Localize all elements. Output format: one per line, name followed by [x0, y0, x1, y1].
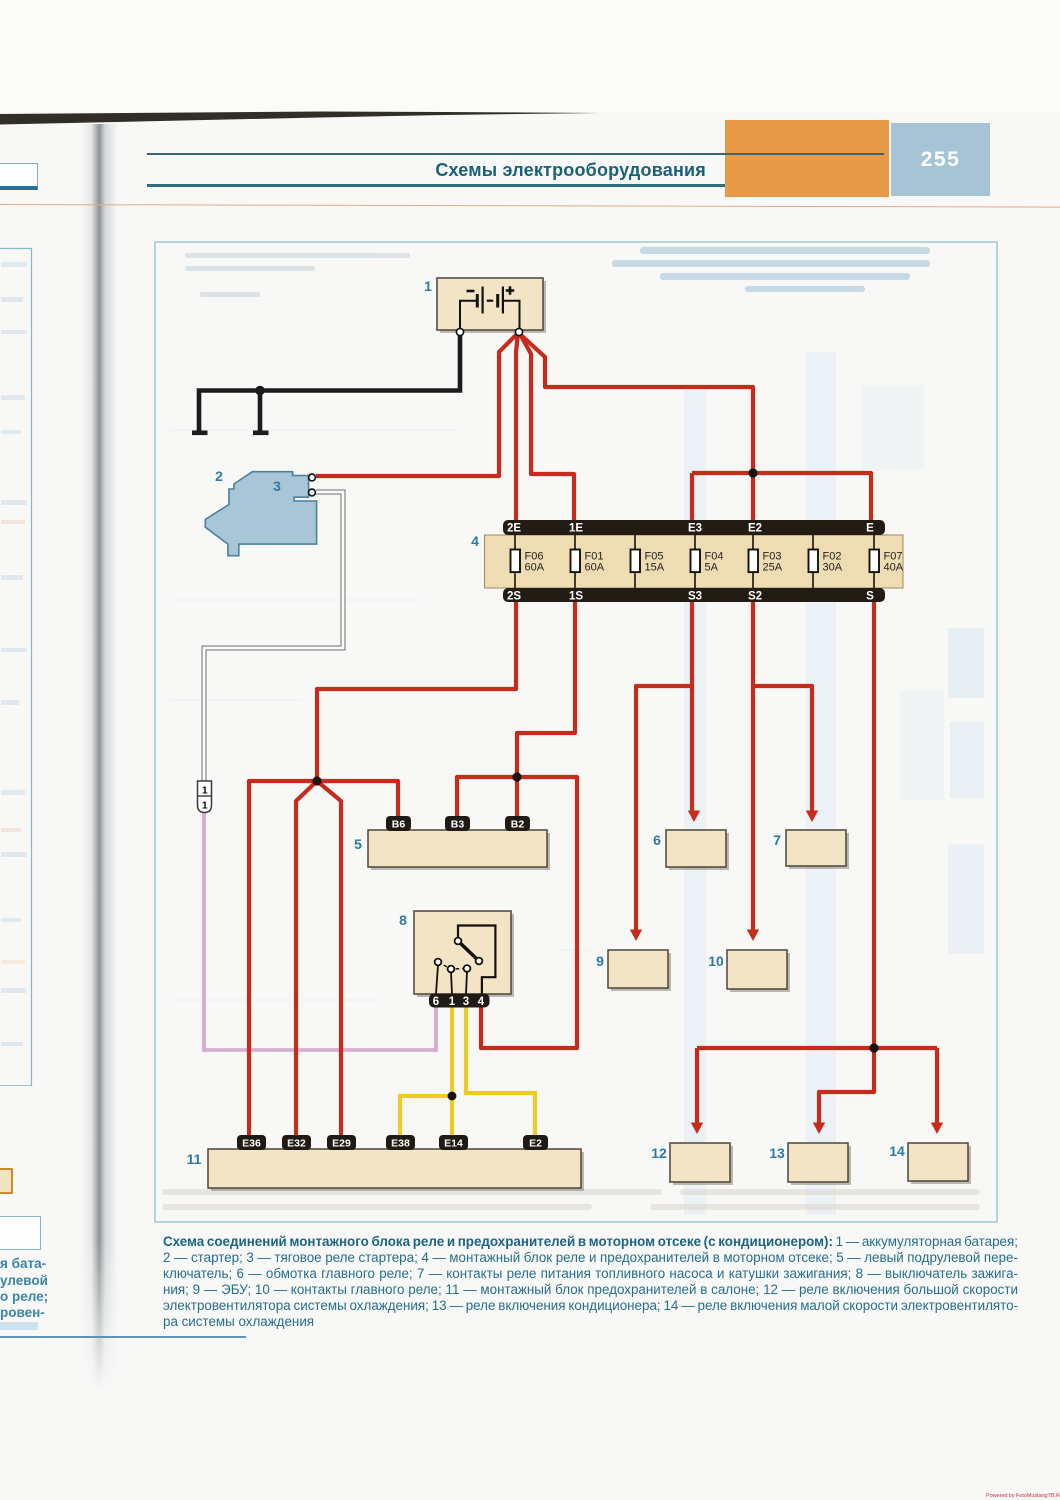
svg-text:1: 1 — [202, 785, 208, 797]
svg-text:F06: F06 — [525, 551, 544, 563]
svg-text:E36: E36 — [242, 1138, 261, 1150]
svg-text:5A: 5A — [705, 562, 719, 574]
svg-text:3: 3 — [463, 996, 469, 1008]
svg-text:14: 14 — [889, 1143, 905, 1159]
svg-text:3: 3 — [273, 478, 281, 494]
svg-text:4: 4 — [478, 996, 485, 1008]
svg-text:11: 11 — [187, 1151, 202, 1167]
svg-text:F01: F01 — [585, 551, 604, 563]
svg-text:60A: 60A — [525, 562, 545, 574]
svg-text:9: 9 — [596, 953, 604, 969]
svg-text:1: 1 — [449, 996, 456, 1008]
svg-text:E3: E3 — [688, 523, 702, 535]
svg-text:S2: S2 — [748, 591, 762, 603]
svg-text:7: 7 — [773, 832, 781, 848]
svg-text:B2: B2 — [511, 819, 525, 831]
svg-text:1E: 1E — [569, 523, 583, 535]
svg-text:8: 8 — [399, 912, 407, 928]
svg-text:30A: 30A — [823, 562, 843, 574]
svg-text:1: 1 — [202, 800, 208, 812]
svg-text:E2: E2 — [748, 523, 762, 535]
svg-text:F04: F04 — [705, 551, 724, 563]
svg-text:2E: 2E — [507, 523, 521, 535]
svg-text:F03: F03 — [763, 551, 782, 563]
svg-text:2S: 2S — [507, 591, 521, 603]
svg-text:B6: B6 — [392, 819, 406, 831]
svg-text:F05: F05 — [645, 551, 664, 563]
svg-text:10: 10 — [708, 953, 724, 969]
svg-text:E14: E14 — [444, 1138, 463, 1150]
svg-text:F07: F07 — [884, 551, 903, 563]
svg-text:E: E — [866, 523, 874, 535]
svg-text:E38: E38 — [391, 1138, 410, 1150]
svg-text:B3: B3 — [451, 819, 465, 831]
svg-text:60A: 60A — [585, 562, 605, 574]
svg-text:S: S — [866, 591, 874, 603]
svg-text:E29: E29 — [332, 1138, 351, 1150]
svg-text:2: 2 — [215, 468, 223, 484]
svg-text:4: 4 — [471, 533, 479, 549]
svg-text:40A: 40A — [884, 562, 904, 574]
svg-text:25A: 25A — [763, 562, 783, 574]
svg-text:6: 6 — [433, 996, 439, 1008]
svg-text:1S: 1S — [569, 591, 583, 603]
svg-text:E2: E2 — [529, 1138, 542, 1150]
svg-text:1: 1 — [424, 278, 432, 294]
svg-text:5: 5 — [354, 836, 362, 852]
svg-text:12: 12 — [651, 1145, 667, 1161]
svg-text:S3: S3 — [688, 591, 702, 603]
svg-text:6: 6 — [653, 832, 661, 848]
svg-text:15A: 15A — [645, 562, 665, 574]
svg-text:F02: F02 — [823, 551, 842, 563]
svg-text:13: 13 — [769, 1145, 785, 1161]
svg-text:E32: E32 — [287, 1138, 306, 1150]
